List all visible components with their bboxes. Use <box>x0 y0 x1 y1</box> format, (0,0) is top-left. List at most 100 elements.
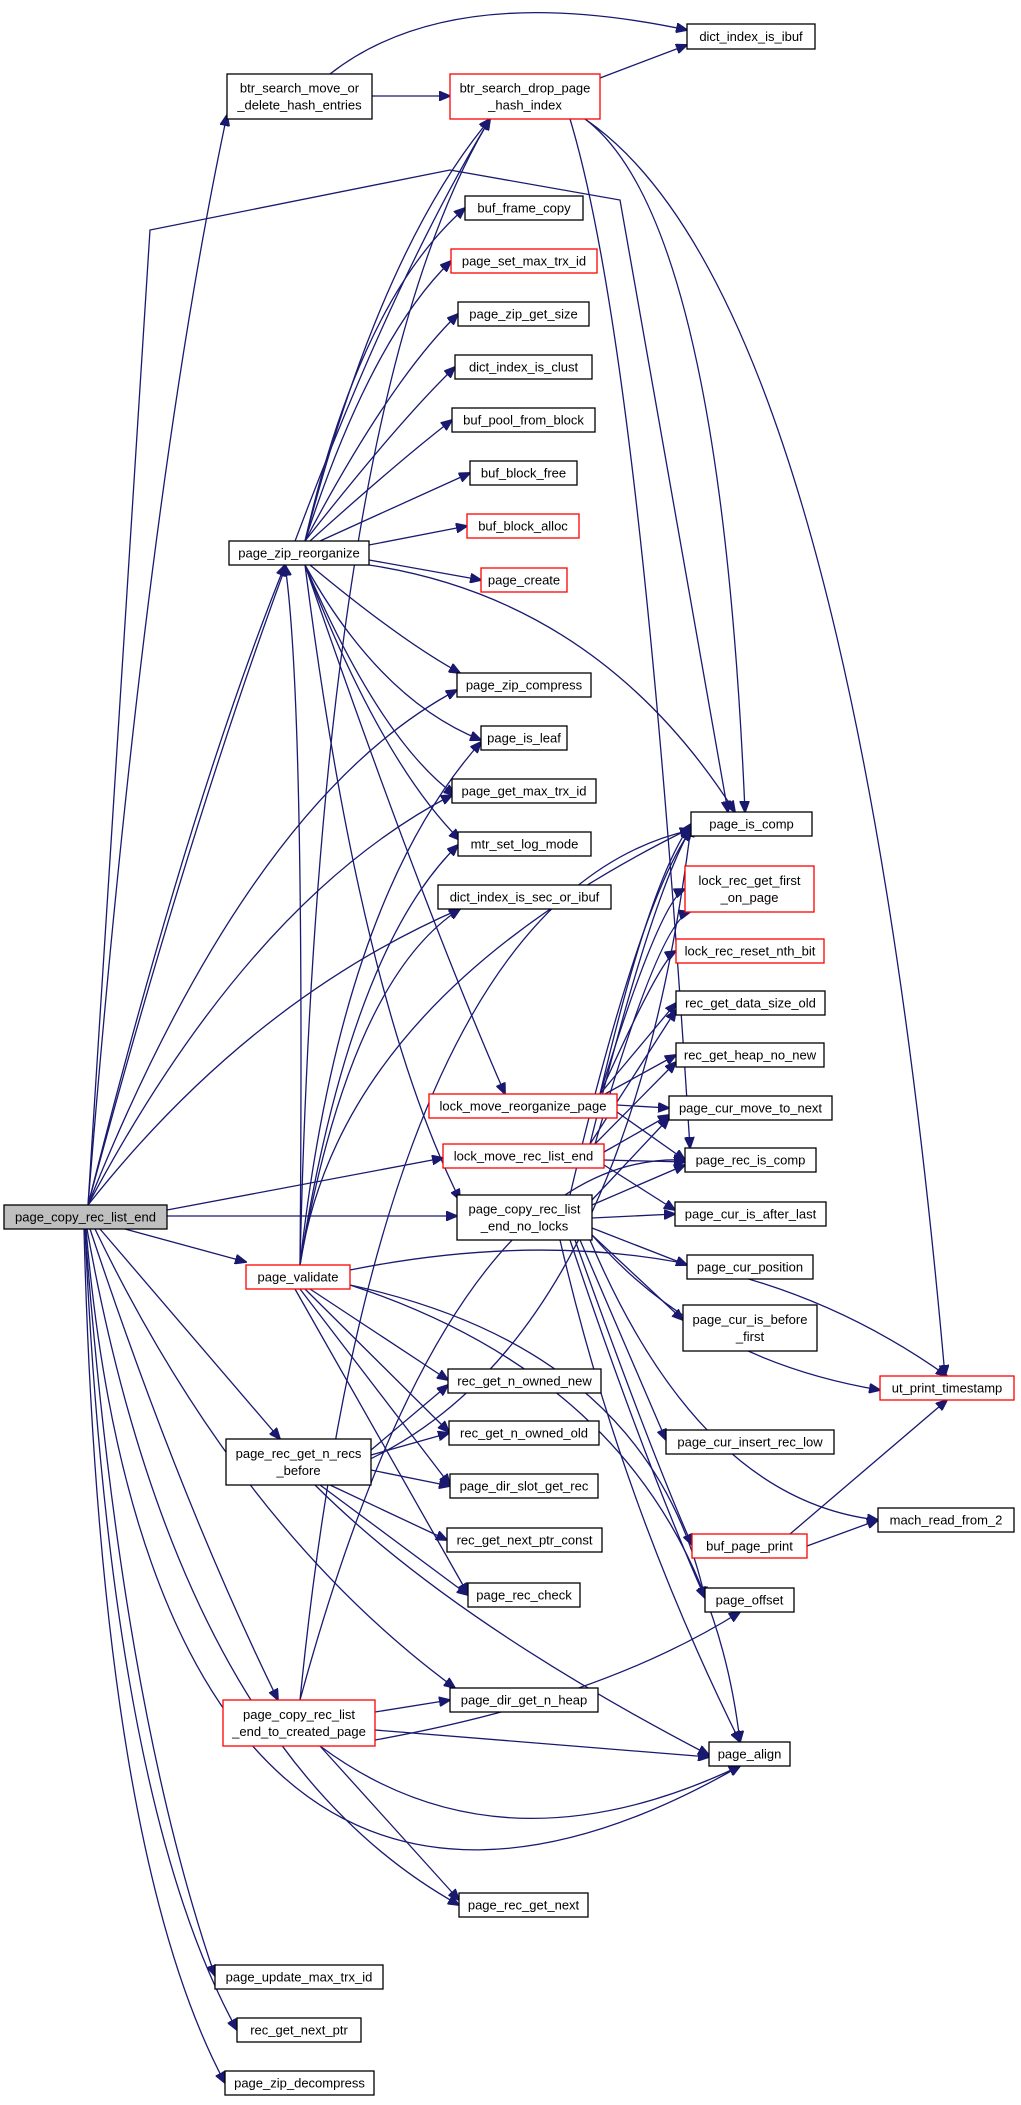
node-label: buf_frame_copy <box>477 201 571 216</box>
node-page_update_max_trx_id[interactable]: page_update_max_trx_id <box>214 1964 384 1990</box>
node-page_cur_position[interactable]: page_cur_position <box>686 1254 814 1280</box>
edge-page_rec_get_n_recs_before-to-rec_get_n_owned_new <box>370 1385 448 1451</box>
node-rec_get_next_ptr[interactable]: rec_get_next_ptr <box>236 2017 362 2043</box>
node-label: page_offset <box>716 1593 784 1608</box>
node-lock_move_rec_list_end[interactable]: lock_move_rec_list_end <box>442 1143 605 1169</box>
node-mtr_set_log_mode[interactable]: mtr_set_log_mode <box>457 831 592 857</box>
node-rec_get_next_ptr_const[interactable]: rec_get_next_ptr_const <box>446 1527 603 1553</box>
edge-page_validate-to-dict_index_is_sec_or_ibuf <box>299 909 460 1266</box>
node-box <box>449 73 601 120</box>
edge-page_copy_rec_list_end_no_locks-to-page_cur_position <box>591 1227 687 1265</box>
node-page_get_max_trx_id[interactable]: page_get_max_trx_id <box>451 778 597 804</box>
node-page_cur_insert_rec_low[interactable]: page_cur_insert_rec_low <box>665 1429 835 1455</box>
edge-page_validate-to-page_zip_reorganize <box>285 565 302 1266</box>
node-rec_get_n_owned_old[interactable]: rec_get_n_owned_old <box>448 1420 600 1446</box>
edge-page_zip_reorganize-to-page_zip_compress <box>309 564 460 673</box>
node-lock_rec_get_first_on_page[interactable]: lock_rec_get_first_on_page <box>684 865 815 913</box>
node-lock_rec_reset_nth_bit[interactable]: lock_rec_reset_nth_bit <box>675 938 825 964</box>
node-label: dict_index_is_clust <box>469 360 579 375</box>
edge-page_zip_reorganize-to-page_get_max_trx_id <box>304 564 455 795</box>
edge-page_copy_rec_list_end_no_locks-to-page_rec_is_comp <box>591 1165 685 1206</box>
node-page_zip_decompress[interactable]: page_zip_decompress <box>224 2070 375 2096</box>
node-page_is_leaf[interactable]: page_is_leaf <box>480 725 568 751</box>
edge-page_copy_rec_list_end-to-page_align <box>85 1228 740 1851</box>
edge-page_copy_rec_list_end_no_locks-to-page_is_comp <box>569 830 691 1196</box>
node-rec_get_heap_no_new[interactable]: rec_get_heap_no_new <box>675 1042 825 1068</box>
node-label: page_get_max_trx_id <box>461 784 586 799</box>
node-box <box>675 1042 825 1068</box>
node-label: page_cur_position <box>697 1260 803 1275</box>
edge-page_rec_get_n_recs_before-to-page_align <box>314 1484 709 1755</box>
edge-page_copy_rec_list_end_to_created_page-to-page_rec_get_next <box>319 1745 459 1900</box>
node-page_is_comp[interactable]: page_is_comp <box>690 811 813 837</box>
node-page_copy_rec_list_end_no_locks[interactable]: page_copy_rec_list_end_no_locks <box>456 1194 593 1241</box>
node-page_zip_get_size[interactable]: page_zip_get_size <box>457 301 590 327</box>
node-label: page_is_comp <box>709 817 794 832</box>
node-rec_get_n_owned_new[interactable]: rec_get_n_owned_new <box>447 1368 602 1394</box>
node-label: rec_get_next_ptr <box>250 2023 348 2038</box>
edge-page_validate-to-mtr_set_log_mode <box>299 845 458 1266</box>
node-buf_page_print[interactable]: buf_page_print <box>691 1533 808 1559</box>
node-page_validate[interactable]: page_validate <box>245 1264 351 1290</box>
node-box <box>675 938 825 964</box>
node-page_dir_get_n_heap[interactable]: page_dir_get_n_heap <box>449 1687 599 1713</box>
edge-page_copy_rec_list_end-to-dict_index_is_sec_or_ibuf <box>87 909 460 1206</box>
node-page_rec_check[interactable]: page_rec_check <box>467 1582 581 1608</box>
node-mach_read_from_2[interactable]: mach_read_from_2 <box>877 1507 1015 1533</box>
node-page_rec_get_next[interactable]: page_rec_get_next <box>458 1892 589 1918</box>
node-lock_move_reorganize_page[interactable]: lock_move_reorganize_page <box>428 1093 618 1119</box>
node-page_zip_reorganize[interactable]: page_zip_reorganize <box>228 540 370 566</box>
node-label: rec_get_heap_no_new <box>684 1048 817 1063</box>
node-box <box>226 73 373 120</box>
node-ut_print_timestamp[interactable]: ut_print_timestamp <box>879 1375 1015 1401</box>
node-page_offset[interactable]: page_offset <box>704 1587 795 1613</box>
node-label: page_is_leaf <box>487 731 561 746</box>
node-label: _hash_index <box>487 98 562 113</box>
edge-lock_move_reorganize_page-to-page_rec_is_comp <box>616 1111 685 1160</box>
node-page_cur_move_to_next[interactable]: page_cur_move_to_next <box>668 1095 833 1121</box>
node-btr_search_drop_page_hash_index[interactable]: btr_search_drop_page_hash_index <box>449 73 601 120</box>
node-page_create[interactable]: page_create <box>480 567 568 593</box>
node-page_copy_rec_list_end[interactable]: page_copy_rec_list_end <box>3 1204 168 1230</box>
node-page_align[interactable]: page_align <box>708 1741 791 1767</box>
node-btr_search_move_or_delete_hash_entries[interactable]: btr_search_move_or_delete_hash_entries <box>226 73 373 120</box>
edge-page_copy_rec_list_end-to-page_copy_rec_list_end_to_created_page <box>89 1228 278 1700</box>
node-page_rec_is_comp[interactable]: page_rec_is_comp <box>684 1147 817 1173</box>
node-box <box>454 354 593 380</box>
node-box <box>456 672 592 698</box>
node-label: page_set_max_trx_id <box>462 254 586 269</box>
node-buf_pool_from_block[interactable]: buf_pool_from_block <box>451 407 596 433</box>
edge-page_zip_reorganize-to-buf_frame_copy <box>304 208 465 542</box>
node-box <box>245 1264 351 1290</box>
node-dict_index_is_ibuf[interactable]: dict_index_is_ibuf <box>686 23 816 50</box>
node-page_dir_slot_get_rec[interactable]: page_dir_slot_get_rec <box>449 1473 599 1499</box>
node-dict_index_is_sec_or_ibuf[interactable]: dict_index_is_sec_or_ibuf <box>437 884 612 910</box>
node-page_cur_is_after_last[interactable]: page_cur_is_after_last <box>674 1201 827 1227</box>
node-buf_block_free[interactable]: buf_block_free <box>469 460 578 486</box>
node-page_cur_is_before_first[interactable]: page_cur_is_before_first <box>682 1304 818 1352</box>
edge-page_copy_rec_list_end-to-btr_search_drop_page_hash_index <box>87 119 490 1206</box>
edge-lock_move_rec_list_end-to-rec_get_data_size_old <box>589 1010 676 1145</box>
edge-page_copy_rec_list_end_to_created_page-to-page_dir_get_n_heap <box>374 1700 450 1713</box>
node-box <box>448 1420 600 1446</box>
node-box <box>3 1204 168 1230</box>
node-rec_get_data_size_old[interactable]: rec_get_data_size_old <box>675 990 826 1016</box>
node-box <box>682 1304 818 1352</box>
call-edges <box>83 11 947 2083</box>
node-buf_block_alloc[interactable]: buf_block_alloc <box>466 513 580 539</box>
node-label: page_cur_is_after_last <box>685 1207 817 1222</box>
node-label: _end_no_locks <box>480 1219 569 1234</box>
node-page_set_max_trx_id[interactable]: page_set_max_trx_id <box>450 248 598 274</box>
node-page_zip_compress[interactable]: page_zip_compress <box>456 672 592 698</box>
node-label: lock_rec_get_first <box>699 873 801 888</box>
edge-page_rec_get_n_recs_before-to-rec_get_next_ptr_const <box>329 1484 447 1540</box>
node-dict_index_is_clust[interactable]: dict_index_is_clust <box>454 354 593 380</box>
node-buf_frame_copy[interactable]: buf_frame_copy <box>464 195 584 221</box>
node-page_rec_get_n_recs_before[interactable]: page_rec_get_n_recs_before <box>225 1438 372 1486</box>
edge-page_copy_rec_list_end_no_locks-to-page_cur_is_after_last <box>591 1214 675 1218</box>
node-box <box>690 811 813 837</box>
edge-page_copy_rec_list_end-to-lock_move_rec_list_end <box>166 1158 443 1211</box>
node-page_copy_rec_list_end_to_created_page[interactable]: page_copy_rec_list_end_to_created_page <box>222 1699 376 1747</box>
node-box <box>428 1093 618 1119</box>
edge-page_copy_rec_list_end_no_locks-to-page_cur_insert_rec_low <box>579 1239 666 1440</box>
